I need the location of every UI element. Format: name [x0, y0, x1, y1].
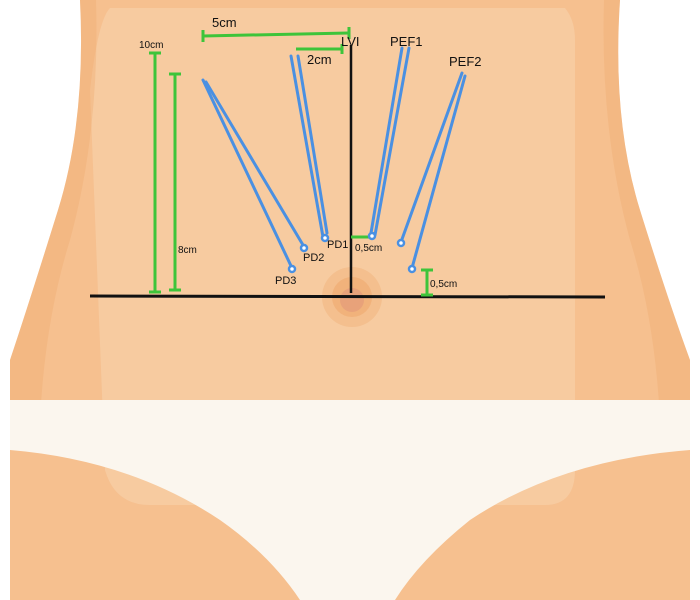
torso-highlight: [90, 8, 575, 505]
label-pd3: PD3: [275, 275, 296, 287]
measure-8cm: 8cm: [178, 245, 197, 256]
measure-right-05cm: 0,5cm: [430, 279, 457, 290]
incision-lines: [201, 46, 467, 270]
label-pef2: PEF2: [449, 54, 482, 69]
pef2-point-lower: [407, 264, 417, 274]
measure-5cm: 5cm: [212, 15, 237, 30]
label-lvi: LVI: [341, 34, 360, 49]
label-pd2: PD2: [303, 252, 324, 264]
pd3-point: [287, 264, 297, 274]
pef1-point: [367, 231, 377, 241]
measure-10cm: 10cm: [139, 40, 163, 51]
pef2-point-upper: [396, 238, 406, 248]
torso-side-shadow-left: [10, 0, 97, 420]
measure-2cm: 2cm: [307, 52, 332, 67]
label-pef1: PEF1: [390, 34, 423, 49]
pd2-point: [299, 243, 309, 253]
incision-endpoints: [287, 231, 417, 274]
underwear: [10, 400, 690, 600]
measure-mid-05cm: 0,5cm: [355, 243, 382, 254]
torso-side-shadow-right: [603, 0, 690, 420]
horizontal-reference-line: [89, 294, 606, 299]
label-pd1: PD1: [327, 239, 348, 251]
pd1-point: [320, 233, 330, 243]
